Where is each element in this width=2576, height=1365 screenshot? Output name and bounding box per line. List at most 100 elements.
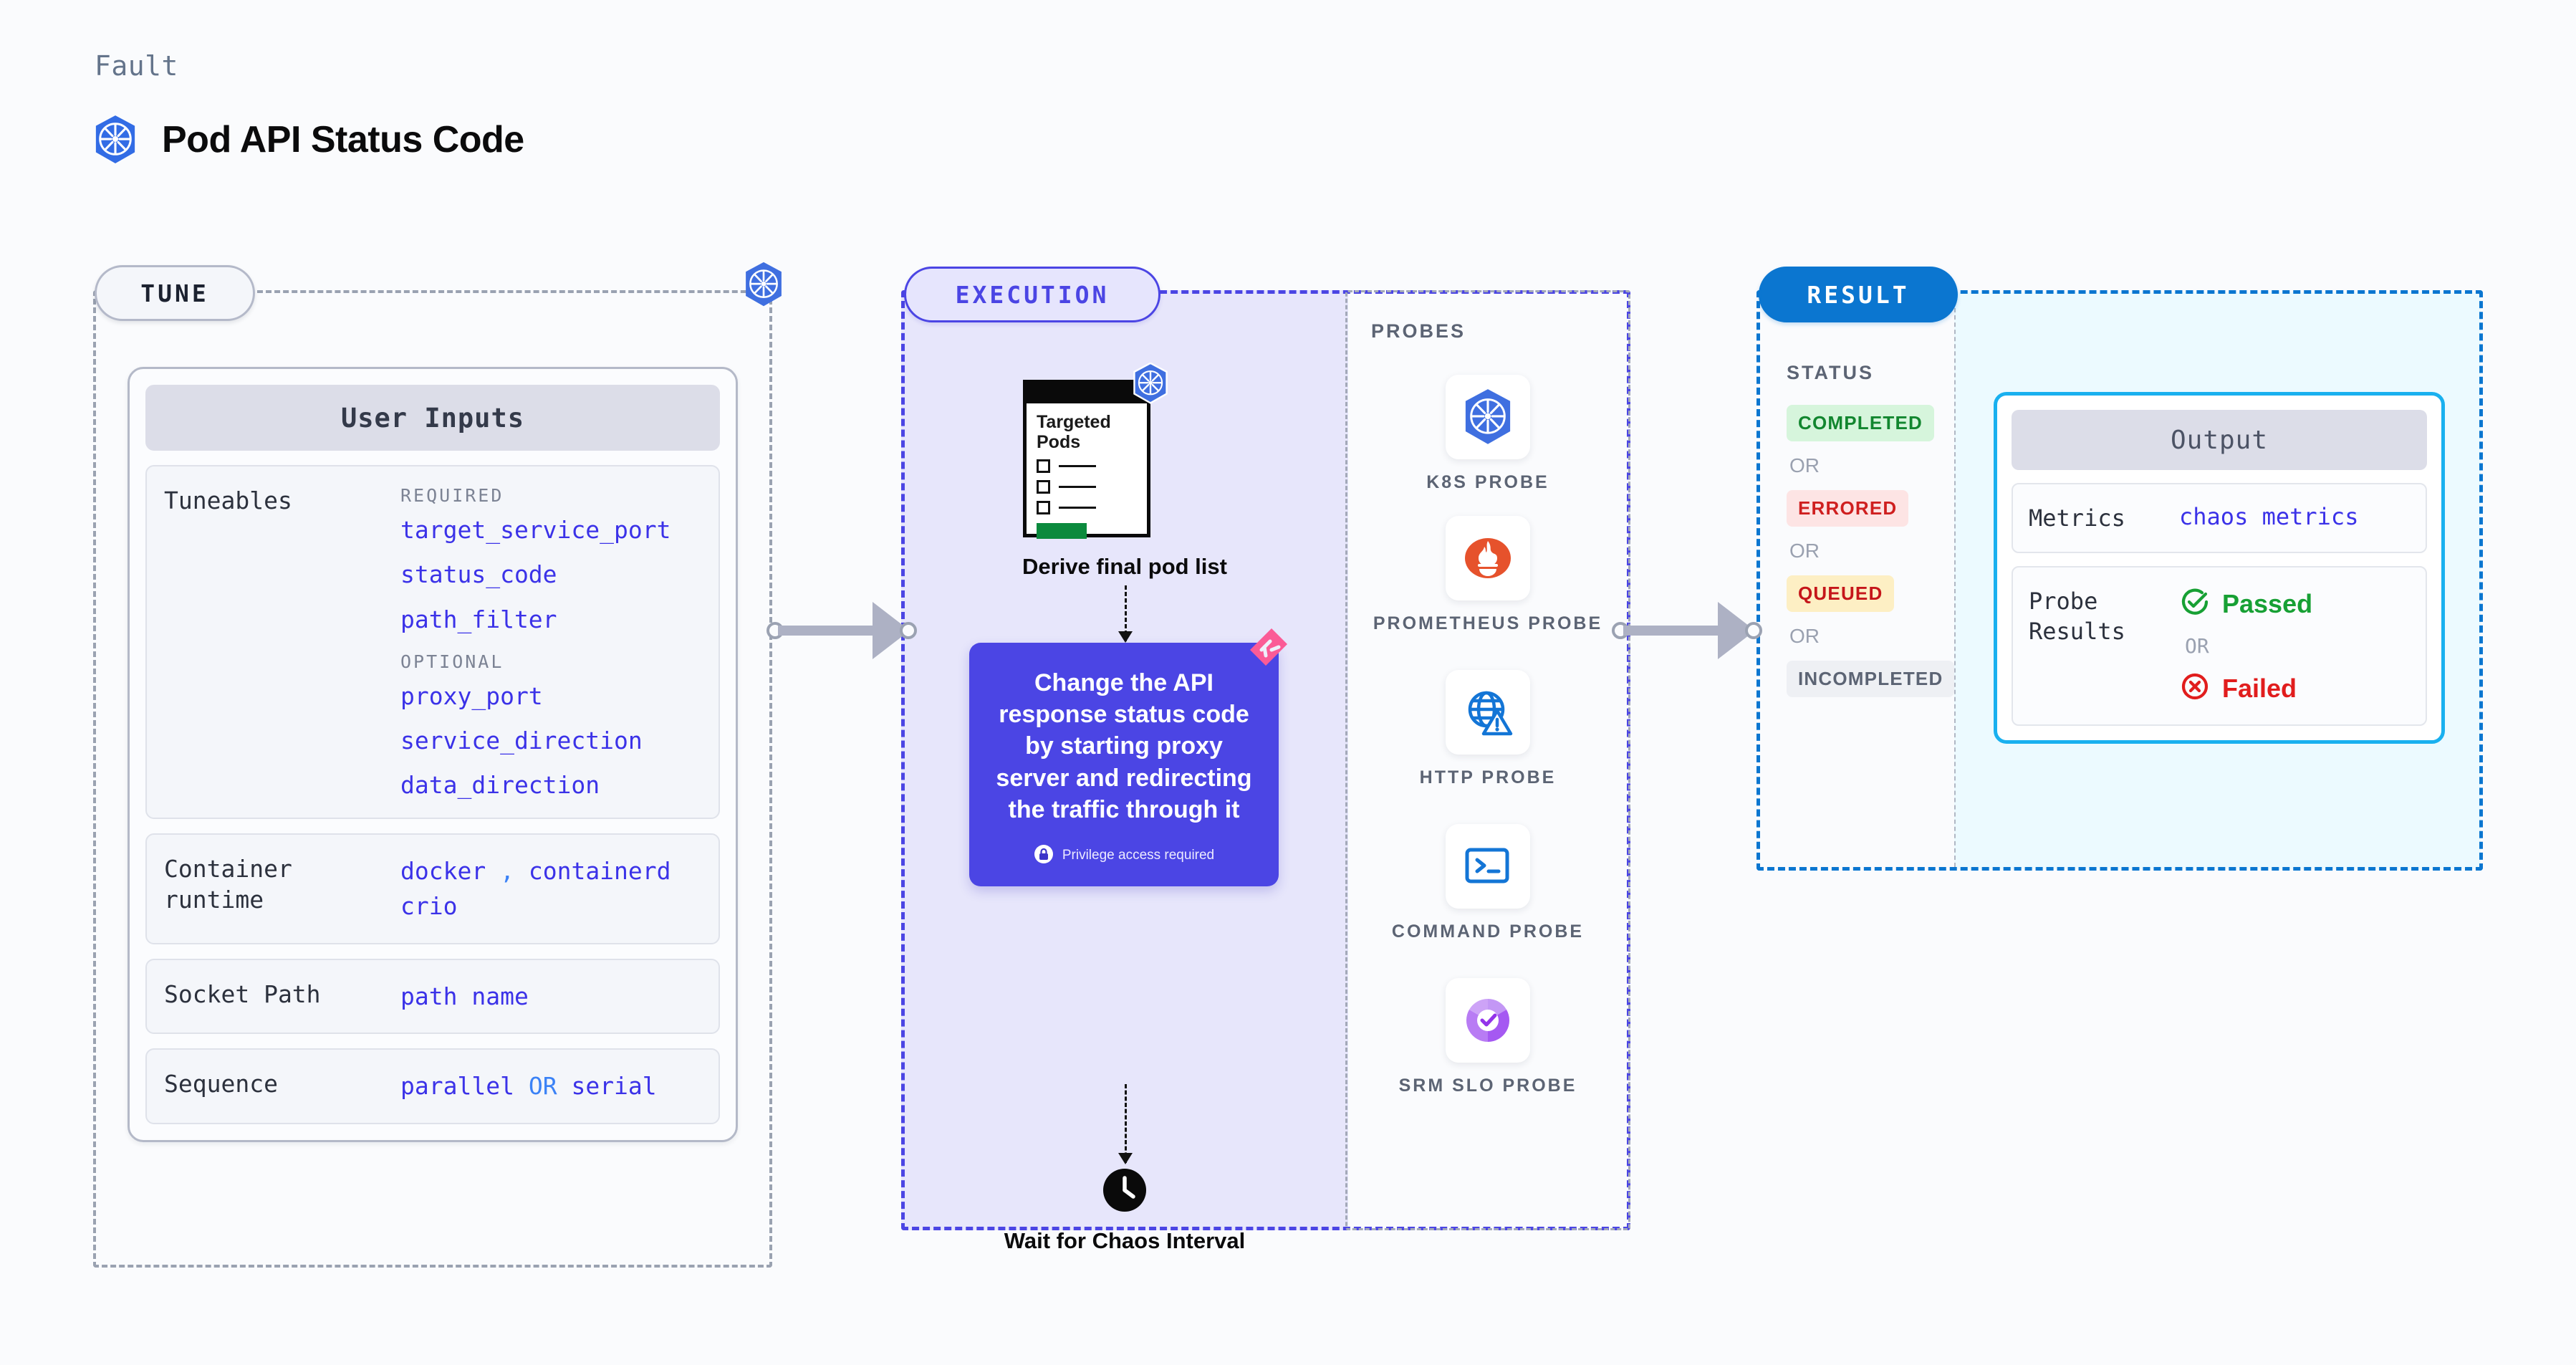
http-globe-warning-icon (1446, 670, 1530, 755)
page-title-row: Pod API Status Code (93, 115, 524, 165)
tuneable-data-direction[interactable]: data_direction (400, 771, 600, 800)
probe-http[interactable]: HTTP PROBE (1345, 670, 1630, 790)
tuneable-path-filter[interactable]: path_filter (400, 605, 557, 633)
lock-icon (1034, 844, 1054, 868)
failed-label: Failed (2222, 673, 2297, 703)
status-badge: COMPLETED (1787, 405, 1935, 441)
probe-srm-slo[interactable]: SRM SLO PROBE (1345, 978, 1630, 1098)
kubernetes-icon (743, 262, 784, 311)
status-column: STATUS COMPLETED OR ERRORED OR QUEUED OR… (1756, 290, 1955, 871)
metrics-value[interactable]: chaos metrics (2179, 503, 2359, 530)
user-inputs-header: User Inputs (145, 385, 720, 451)
prometheus-icon (1446, 516, 1530, 600)
derive-final-pod-list-label: Derive final pod list (1022, 554, 1227, 579)
connector-execution-to-result (1612, 602, 1762, 659)
status-or-label: OR (1789, 454, 1820, 476)
list-item (1037, 480, 1138, 494)
terminal-icon (1446, 824, 1530, 909)
placeholder-line (1059, 486, 1096, 488)
execution-section-badge[interactable]: EXECUTION (904, 267, 1160, 322)
runtime-separator: , (500, 856, 514, 885)
status-badge: INCOMPLETED (1787, 661, 1955, 697)
sequence-parallel[interactable]: parallel (400, 1072, 514, 1101)
tuneables-row: Tuneables REQUIRED target_service_port s… (145, 465, 720, 819)
runtime-containerd[interactable]: containerd (528, 856, 671, 885)
result-section-badge[interactable]: RESULT (1759, 267, 1958, 322)
srm-slo-donut-icon (1446, 978, 1530, 1063)
pods-card-titlebar (1027, 383, 1147, 403)
probes-column: PROBES K8S (1345, 290, 1630, 1230)
output-card: Output Metrics chaos metrics Probe Resul… (1994, 392, 2445, 744)
optional-group-label: OPTIONAL (400, 651, 504, 672)
placeholder-line (1059, 465, 1096, 467)
kubernetes-icon (1132, 362, 1169, 408)
privilege-note-row: Privilege access required (991, 844, 1257, 868)
tuneables-key: Tuneables (164, 487, 292, 514)
probe-label: COMMAND PROBE (1391, 921, 1585, 942)
probe-label: PROMETHEUS PROBE (1373, 613, 1603, 633)
privilege-note-text: Privilege access required (1062, 848, 1215, 863)
kubernetes-icon (93, 115, 138, 165)
targeted-pods-card: Targeted Pods (1023, 362, 1168, 539)
targeted-pods-title: Targeted Pods (1037, 412, 1111, 452)
tuneable-target-service-port[interactable]: target_service_port (400, 516, 671, 544)
check-circle-icon (2179, 586, 2211, 621)
container-runtime-values: docker , containerd crio (400, 853, 701, 924)
status-or-label: OR (1789, 540, 1820, 562)
litmus-ribbon-icon (1246, 628, 1289, 674)
list-item (1037, 459, 1138, 473)
sequence-conjunction: OR (528, 1072, 557, 1101)
probe-results-row: Probe Results Passed OR (2012, 566, 2427, 727)
probe-label: SRM SLO PROBE (1398, 1076, 1577, 1096)
status-badge: QUEUED (1787, 575, 1895, 612)
sequence-serial[interactable]: serial (571, 1072, 657, 1101)
probe-command[interactable]: COMMAND PROBE (1345, 824, 1630, 944)
user-inputs-card: User Inputs Tuneables REQUIRED target_se… (128, 367, 738, 1142)
list-item (1037, 501, 1138, 514)
probe-label: K8S PROBE (1426, 472, 1549, 492)
container-runtime-key: Container runtime (164, 854, 292, 914)
runtime-docker[interactable]: docker (400, 856, 486, 885)
result-divider (1954, 308, 1956, 867)
tuneable-proxy-port[interactable]: proxy_port (400, 681, 543, 710)
x-circle-icon (2179, 671, 2211, 706)
wait-label: Wait for Chaos Interval (1004, 1228, 1246, 1253)
placeholder-line (1059, 507, 1096, 509)
probe-result-failed: Failed (2179, 671, 2312, 706)
probe-results-or-label: OR (2185, 634, 2209, 658)
checkbox-icon (1037, 480, 1050, 494)
checkbox-icon (1037, 459, 1050, 473)
tuneable-service-direction[interactable]: service_direction (400, 727, 643, 755)
tuneables-values: REQUIRED target_service_port status_code… (400, 485, 701, 799)
probes-title: PROBES (1371, 320, 1466, 342)
status-title: STATUS (1787, 362, 1874, 383)
kubernetes-icon (1446, 375, 1530, 459)
result-frame (1756, 290, 2483, 871)
probes-frame (1345, 290, 1630, 1230)
checkbox-icon (1037, 501, 1050, 514)
status-or-label: OR (1789, 625, 1820, 647)
sequence-row: Sequence parallel OR serial (145, 1048, 720, 1124)
probe-label: HTTP PROBE (1419, 767, 1557, 787)
status-badges: COMPLETED OR ERRORED OR QUEUED OR INCOMP… (1787, 405, 1955, 697)
wait-for-chaos-interval-step: Wait for Chaos Interval (901, 1168, 1348, 1255)
tune-section-badge[interactable]: TUNE (95, 265, 255, 321)
runtime-crio[interactable]: crio (400, 892, 458, 921)
passed-label: Passed (2222, 588, 2313, 618)
page-title: Pod API Status Code (162, 119, 524, 161)
tuneable-status-code[interactable]: status_code (400, 560, 557, 589)
socket-path-row: Socket Path path name (145, 958, 720, 1035)
probe-results-key: Probe Results (2029, 588, 2125, 646)
probe-k8s[interactable]: K8S PROBE (1345, 375, 1630, 494)
probe-prometheus[interactable]: PROMETHEUS PROBE (1345, 516, 1630, 636)
execution-column: Targeted Pods (901, 290, 1348, 1253)
status-badge: ERRORED (1787, 490, 1909, 527)
probe-results-values: Passed OR Failed (2179, 586, 2312, 706)
progress-bar (1037, 523, 1087, 539)
sequence-key: Sequence (164, 1070, 278, 1098)
tune-frame (93, 290, 772, 1268)
clock-icon (1102, 1169, 1147, 1215)
action-card: Change the API response status code by s… (969, 628, 1287, 886)
socket-path-value[interactable]: path name (400, 982, 529, 1010)
fault-eyebrow-label: Fault (95, 50, 178, 82)
